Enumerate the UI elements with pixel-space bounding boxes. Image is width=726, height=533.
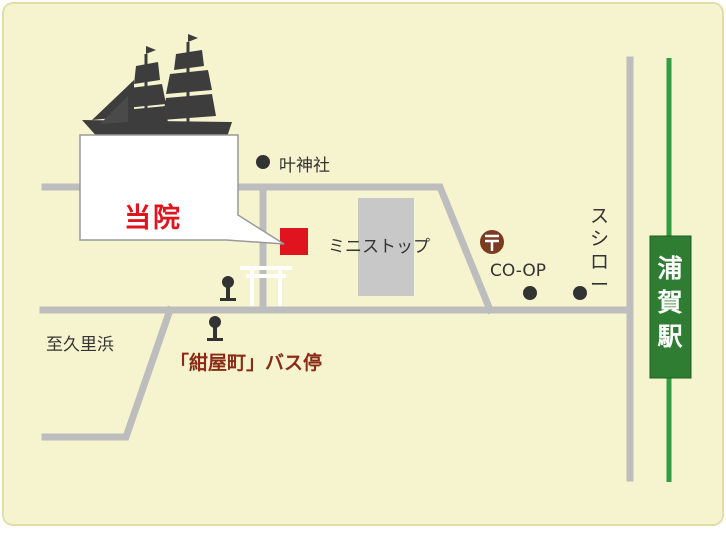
clinic-marker — [280, 228, 308, 255]
coop-label: CO-OP — [490, 261, 546, 281]
coop-dot — [523, 286, 537, 300]
sushiro-label: スシロー — [590, 205, 610, 296]
convenience-store-building — [358, 198, 414, 296]
bus-stop-sign-icon — [220, 276, 236, 301]
shrine-dot — [256, 155, 270, 169]
sushiro-dot — [573, 286, 587, 300]
station-box — [649, 235, 692, 379]
shrine-label: 叶神社 — [279, 156, 330, 176]
clinic-label: 当院 — [124, 203, 182, 234]
post-office-icon — [480, 230, 504, 254]
station-label: 浦賀駅 — [657, 254, 683, 351]
convenience-store-label: ミニストップ — [328, 237, 430, 257]
clinic-callout — [79, 134, 285, 245]
bus-stop-sign-icon — [207, 316, 223, 341]
road-to-kurihama — [41, 305, 175, 441]
torii-gate-icon — [240, 266, 292, 306]
bus-stop-label: 「紺屋町」バス停 — [170, 352, 323, 374]
direction-label: 至久里浜 — [46, 335, 114, 355]
